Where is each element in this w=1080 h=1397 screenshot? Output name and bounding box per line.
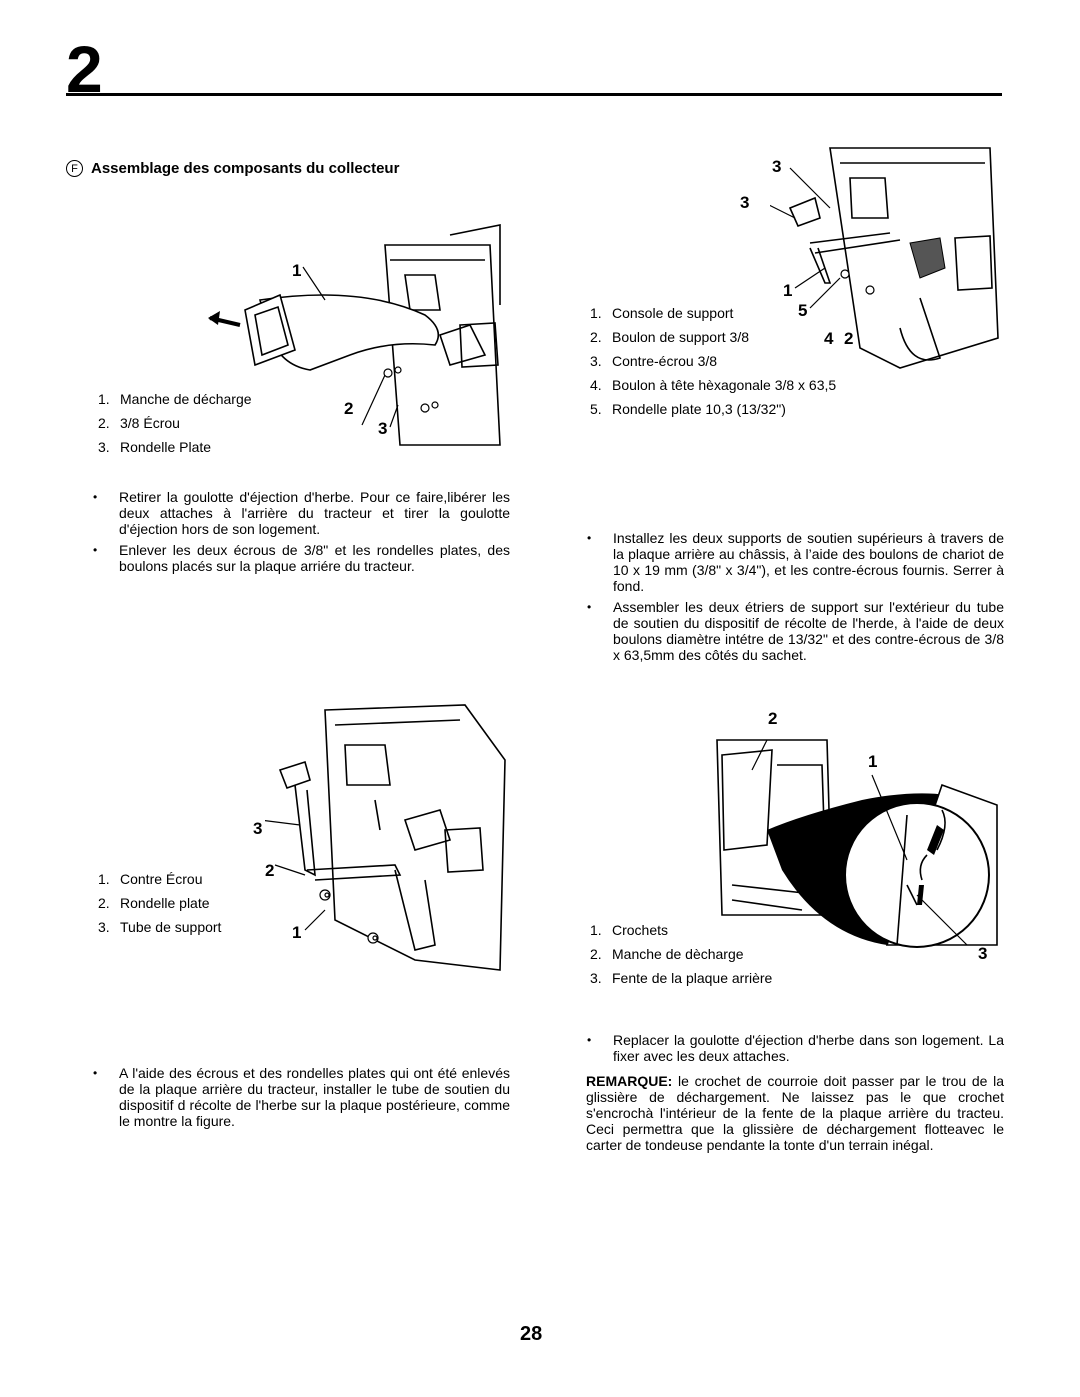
figure2-callout-4: 4 bbox=[824, 329, 834, 348]
legend-item: 2.Boulon de support 3/8 bbox=[590, 329, 749, 345]
figure1-callout-2: 2 bbox=[344, 399, 354, 418]
section-letter-badge: F bbox=[66, 160, 83, 177]
figure-discharge-chute bbox=[208, 224, 501, 446]
chapter-number: 2 bbox=[66, 32, 103, 106]
figure4-callout-1: 1 bbox=[868, 752, 878, 771]
figure-hooks-detail bbox=[716, 739, 998, 948]
remark-label: REMARQUE: bbox=[586, 1073, 673, 1089]
list-item: •Installez les deux supports de soutien … bbox=[587, 530, 1004, 594]
figure2-callout-2: 2 bbox=[844, 329, 854, 348]
list-item: •A l'aide des écrous et des rondelles pl… bbox=[93, 1065, 510, 1129]
section-title: Assemblage des composants du collecteur bbox=[91, 160, 400, 177]
figure-support-tube bbox=[265, 704, 506, 971]
legend-item: 5.Rondelle plate 10,3 (13/32") bbox=[590, 401, 786, 417]
figure4-legend: 1.Crochets 2.Manche de dècharge 3.Fente … bbox=[590, 923, 772, 995]
figure3-legend: 1.Contre Écrou 2.Rondelle plate 3.Tube d… bbox=[98, 872, 221, 944]
list-item: •Enlever les deux écrous de 3/8" et les … bbox=[93, 542, 510, 574]
figure3-callout-3: 3 bbox=[253, 819, 263, 838]
section-heading: F Assemblage des composants du collecteu… bbox=[66, 160, 399, 177]
figure2-legend: 1.Console de support 2.Boulon de support… bbox=[590, 306, 836, 426]
legend-item: 3.Tube de support bbox=[98, 919, 222, 935]
legend-item: 1.Crochets bbox=[590, 922, 669, 938]
legend-item: 1.Console de support bbox=[590, 305, 734, 321]
header-rule bbox=[66, 93, 1002, 96]
page-number: 28 bbox=[520, 1323, 543, 1345]
list-item: •Assembler les deux étriers de support s… bbox=[587, 599, 1004, 663]
legend-item: 3.Contre-écrou 3/8 bbox=[590, 353, 718, 369]
figure2-callout-5: 5 bbox=[798, 301, 808, 320]
figure4-callout-2: 2 bbox=[768, 709, 778, 728]
legend-item: 4.Boulon à tête hèxagonale 3/8 x 63,5 bbox=[590, 377, 837, 393]
figure4-callout-3: 3 bbox=[978, 944, 988, 963]
instructions-left-2: •A l'aide des écrous et des rondelles pl… bbox=[90, 1065, 510, 1134]
instructions-left-1: •Retirer la goulotte d'éjection d'herbe.… bbox=[90, 489, 510, 579]
instructions-right-2: •Replacer la goulotte d'éjection d'herbe… bbox=[584, 1032, 1004, 1069]
remark-note: REMARQUE: le crochet de courroie doit pa… bbox=[586, 1073, 1004, 1153]
legend-item: 3.Rondelle Plate bbox=[98, 439, 212, 455]
figure1-callout-3: 3 bbox=[378, 419, 388, 438]
figure2-callout-1: 1 bbox=[783, 281, 793, 300]
legend-item: 2.Manche de dècharge bbox=[590, 946, 744, 962]
figure3-callout-2: 2 bbox=[265, 861, 275, 880]
list-item: •Retirer la goulotte d'éjection d'herbe.… bbox=[93, 489, 510, 537]
remark-text: le crochet de courroie doit passer par l… bbox=[586, 1073, 1004, 1153]
figure3-callout-1: 1 bbox=[292, 923, 302, 942]
legend-item: 1.Contre Écrou bbox=[98, 871, 203, 887]
list-item: •Replacer la goulotte d'éjection d'herbe… bbox=[587, 1032, 1004, 1064]
figure-support-brackets bbox=[770, 147, 999, 369]
figure2-callout-3b: 3 bbox=[740, 193, 750, 212]
legend-item: 3.Fente de la plaque arrière bbox=[590, 970, 773, 986]
legend-item: 1.Manche de décharge bbox=[98, 391, 252, 407]
instructions-right-1: •Installez les deux supports de soutien … bbox=[584, 530, 1004, 668]
figure1-callout-1: 1 bbox=[292, 261, 302, 280]
figure1-legend: 1.Manche de décharge 2.3/8 Écrou 3.Ronde… bbox=[98, 392, 252, 464]
figure2-callout-3a: 3 bbox=[772, 157, 782, 176]
legend-item: 2.Rondelle plate bbox=[98, 895, 210, 911]
legend-item: 2.3/8 Écrou bbox=[98, 415, 180, 431]
